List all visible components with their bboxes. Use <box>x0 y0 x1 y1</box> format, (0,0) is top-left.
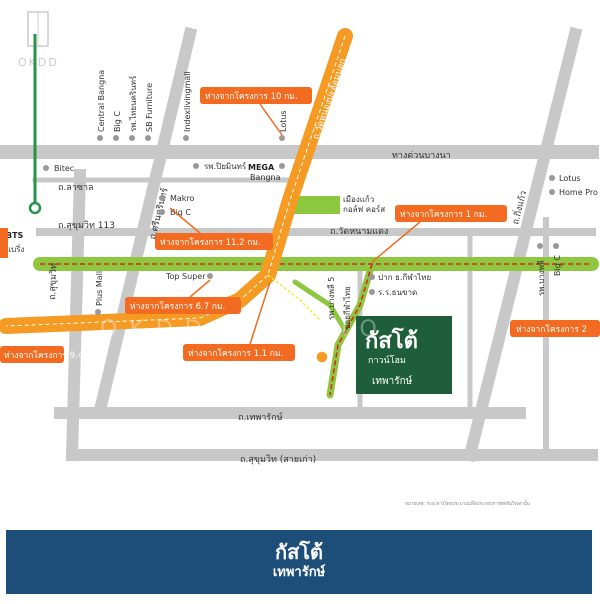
school-label: ร.ร.ธนขาด <box>378 288 417 297</box>
central-dot <box>97 135 103 141</box>
distance-bubbles: ห่างจากโครงการ 10 กม. ห่างจากโครงการ 1 ก… <box>0 87 600 363</box>
project-sub: กาวน์โฮม <box>368 354 406 366</box>
indexliving-label: Indexlivingmall <box>183 71 192 132</box>
svg-text:ห่างจากโครงการ 6.7 กม.: ห่างจากโครงการ 6.7 กม. <box>130 301 225 312</box>
hosp-right-dot <box>537 243 543 249</box>
bubble-10km: ห่างจากโครงการ 10 กม. <box>200 87 312 136</box>
bigc-right-dot <box>553 243 559 249</box>
hospital2-dot <box>193 163 199 169</box>
mega-dot <box>279 163 285 169</box>
project-marker: กัสโต้ กาวน์โฮม เทพารักษ์ <box>315 316 452 394</box>
okdd-logo-text: OKDD <box>18 56 59 69</box>
lotus-top-label: Lotus <box>279 110 288 132</box>
places: Bitec รพ.ปิยมินทร์ MEGA Bangna เมืองแก้ว… <box>43 161 598 330</box>
makro-dot <box>159 195 165 201</box>
golf-label-1: เมืองแก้ว <box>343 195 374 204</box>
svg-text:ห่างจากโครงการ 10 กม.: ห่างจากโครงการ 10 กม. <box>205 91 298 102</box>
svg-text:ห่างจากโครงการ 9.4 กม.: ห่างจากโครงการ 9.4 กม. <box>4 350 99 361</box>
bubble-1km: ห่างจากโครงการ 1 กม. <box>371 205 507 263</box>
bts-label: BTS <box>6 231 24 240</box>
srinakarin-road <box>92 26 198 418</box>
sukhumvit113-label: ถ.สุขุมวิท 113 <box>58 220 115 231</box>
watnamdaeng-label: ถ.วัดหนามแดง <box>330 227 388 237</box>
wat-school-label: ปาก ธ.กีฬาไทย <box>378 273 431 282</box>
bubble-6-7km: ห่างจากโครงการ 6.7 กม. <box>125 279 241 314</box>
bubble-1-1km: ห่างจากโครงการ 1.1 กม. <box>183 281 295 361</box>
sbfurniture-label: SB Furniture <box>145 83 154 132</box>
topsuper-label: Top Super <box>165 272 206 281</box>
school-dot <box>369 289 375 295</box>
sbfurniture-dot <box>145 135 151 141</box>
green-soi <box>292 279 348 333</box>
plusmall-label: Plus Mall <box>95 271 104 306</box>
bigc-right-label: Big C <box>553 255 562 276</box>
project-name: กัสโต้ <box>365 327 418 354</box>
mega-sub-label: Bangna <box>250 173 281 182</box>
theparak-label: ถ.เทพารักษ์ <box>238 411 283 423</box>
sukhumvit-old-label: ถ.สุขุมวิท (สายเก่า) <box>240 454 316 465</box>
bigc-top-label: Big C <box>113 111 122 132</box>
topsuper-dot <box>207 273 213 279</box>
project-pin-icon <box>315 350 329 364</box>
yellow-dashed-line <box>267 274 321 321</box>
central-label: Central Bangna <box>97 70 106 132</box>
project-box <box>356 316 452 394</box>
top-places: Central Bangna Big C รพ.ไทยนครินทร์ SB F… <box>97 70 288 141</box>
bigc-top-dot <box>113 135 119 141</box>
indexliving-dot <box>183 135 189 141</box>
svg-text:ห่างจากโครงการ 2: ห่างจากโครงการ 2 <box>516 324 587 335</box>
highway-centerline <box>5 35 346 327</box>
svg-text:ห่างจากโครงการ 1.1 กม.: ห่างจากโครงการ 1.1 กม. <box>188 348 283 359</box>
title-banner: กัสโต้ เทพารักษ์ <box>6 530 592 594</box>
svg-text:ห่างจากโครงการ 1 กม.: ห่างจากโครงการ 1 กม. <box>400 209 487 220</box>
red-dashed-line <box>40 263 592 396</box>
lotus-right-dot <box>549 175 555 181</box>
makro-label: Makro <box>170 194 195 203</box>
wat-school-dot <box>369 274 375 280</box>
hospital2-label: รพ.ปิยมินทร์ <box>204 161 247 171</box>
footnote: หมายเหตุ: ระยะทางโดยประมาณเพื่อประกอบการ… <box>405 500 530 507</box>
bts-station-icon <box>28 201 42 215</box>
expressway-label: ทางด่วนบางนา <box>392 151 451 161</box>
svg-text:ห่างจากโครงการ 11.2 กม.: ห่างจากโครงการ 11.2 กม. <box>160 237 261 248</box>
homepro-label: Home Pro <box>559 188 598 197</box>
golf-label-2: กอล์ฟ คอร์ส <box>343 204 385 214</box>
bigc-mid-dot <box>159 209 165 215</box>
bubble-11-2km: ห่างจากโครงการ 11.2 กม. <box>155 207 273 250</box>
latsalo-label: ถ.ลาซาล <box>58 183 94 193</box>
banner-title: กัสโต้ <box>274 540 324 564</box>
bts-line: BTS แบริ่ง <box>6 34 42 254</box>
golf-course-area <box>290 196 340 214</box>
hospital-label: รพ.ไทยนครินทร์ <box>128 75 138 132</box>
banner-subtitle: เทพารักษ์ <box>272 565 326 580</box>
hosp-v2-label: ซอยกีฬาไทย <box>343 286 352 330</box>
bitec-dot <box>43 165 49 171</box>
mega-label: MEGA <box>248 163 275 172</box>
lotus-right-label: Lotus <box>559 174 581 183</box>
kingkaew-road <box>462 26 583 463</box>
plusmall-dot <box>95 309 101 315</box>
bubble-right: ห่างจากโครงการ 2 <box>510 320 600 337</box>
sukhumvit-left-road <box>65 168 87 462</box>
bigc-mid-label: Big C <box>170 208 191 217</box>
sukhumvit-left-label: ถ.สุขุมวิท <box>47 263 59 300</box>
hosp-v1-label: รพ.บางพลี 5 <box>327 277 336 320</box>
watermark-text: OKDD STUDIO <box>100 317 389 342</box>
hosp-right-label: รพ.บางพลี <box>537 260 546 296</box>
bubble-left-edge <box>0 228 8 258</box>
bts-station-label: แบริ่ง <box>6 243 25 254</box>
project-location: เทพารักษ์ <box>372 375 413 387</box>
bitec-label: Bitec <box>54 164 74 173</box>
hospital-dot <box>129 135 135 141</box>
bubble-9-4km: ห่างจากโครงการ 9.4 กม. <box>0 346 99 363</box>
okdd-logo-icon: OKDD <box>18 11 59 69</box>
homepro-dot <box>549 189 555 195</box>
lotus-top-dot <box>279 135 285 141</box>
